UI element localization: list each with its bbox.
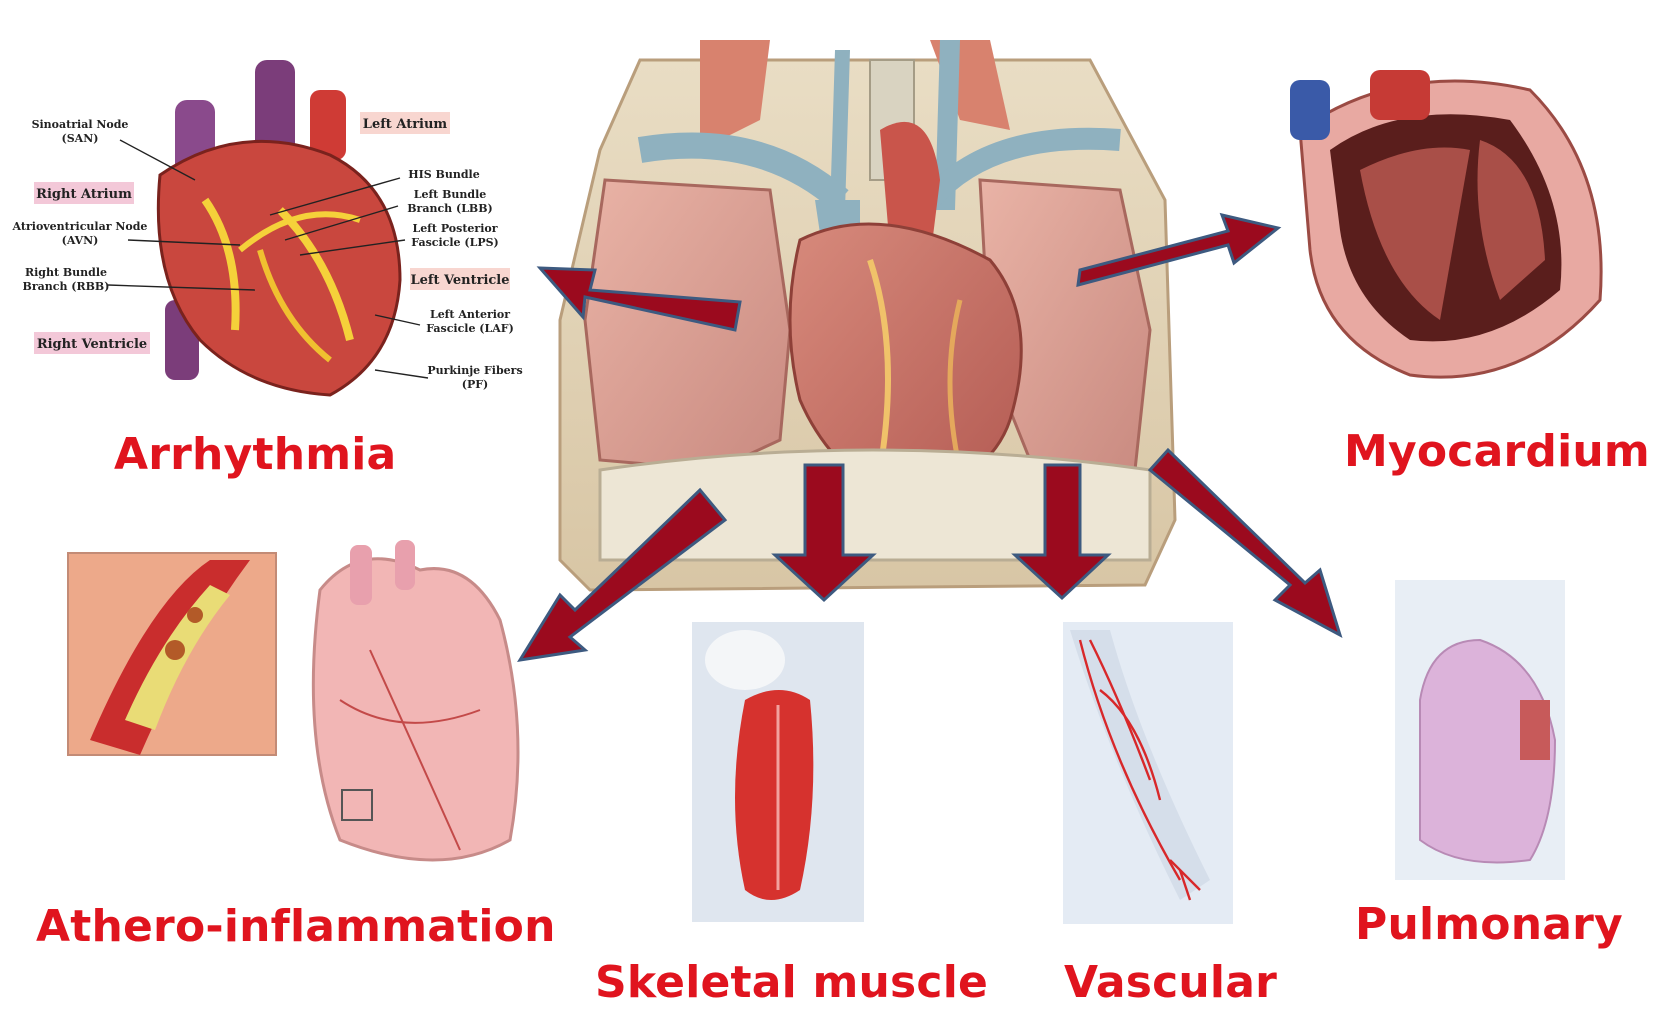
caption-athero-inflammation: Athero-inflammation bbox=[36, 905, 556, 949]
caption-pulmonary: Pulmonary bbox=[1355, 903, 1623, 947]
arrow-to-myocardium bbox=[1078, 215, 1278, 285]
caption-vascular: Vascular bbox=[1064, 961, 1277, 1005]
arrow-to-athero bbox=[520, 490, 725, 660]
arrow-to-pulmonary bbox=[1150, 450, 1340, 635]
caption-skeletal-muscle: Skeletal muscle bbox=[595, 961, 988, 1005]
arrow-to-vascular bbox=[1015, 465, 1108, 598]
arrow-to-skeletal bbox=[775, 465, 873, 600]
caption-myocardium: Myocardium bbox=[1344, 430, 1650, 474]
caption-arrhythmia: Arrhythmia bbox=[114, 433, 396, 477]
arrow-to-arrhythmia bbox=[540, 268, 740, 330]
